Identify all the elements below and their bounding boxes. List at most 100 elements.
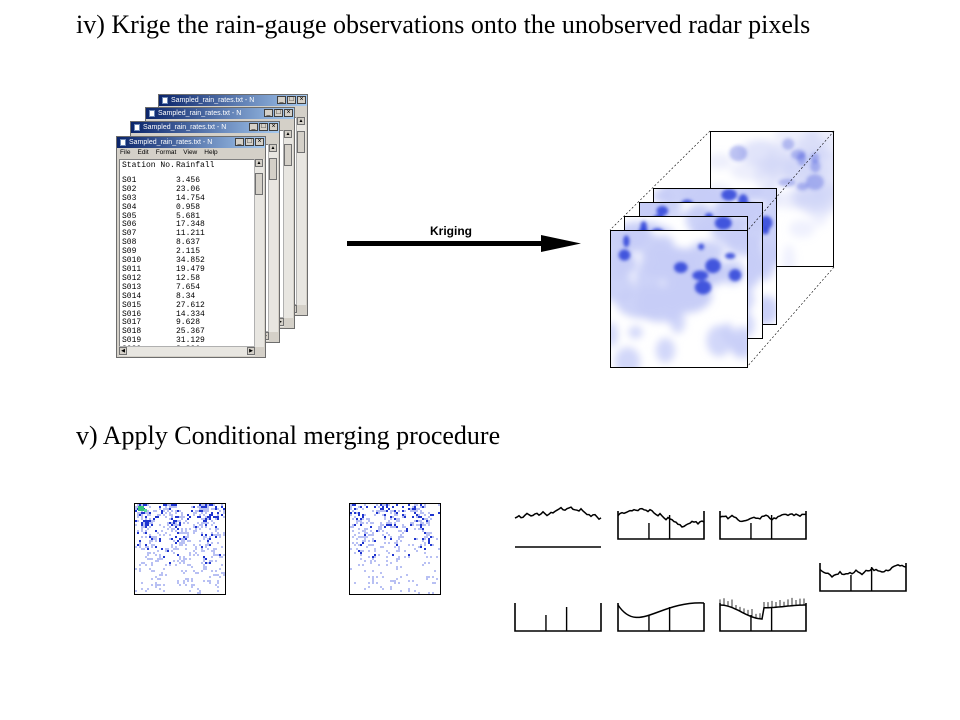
step-v-heading: v) Apply Conditional merging procedure <box>76 421 501 450</box>
rainfall-cell: 3.456 <box>176 175 201 185</box>
scroll-thumb[interactable] <box>269 158 277 180</box>
scroll-thumb[interactable] <box>284 144 292 166</box>
time-series-glyphs <box>514 506 907 632</box>
table-row: S03 14.754 <box>122 193 254 204</box>
window-titlebar[interactable]: Sampled_rain_rates.txt - N _ □ × <box>146 108 294 119</box>
scroll-thumb[interactable] <box>297 131 305 153</box>
window-titlebar[interactable]: Sampled_rain_rates.txt - N _ □ × <box>131 122 279 133</box>
rainfall-cell: 19.479 <box>176 264 205 274</box>
table-row: S02 23.06 <box>122 185 254 195</box>
table-row: S010 34.852 <box>122 256 254 266</box>
menu-item-file[interactable]: File <box>120 149 131 156</box>
rainfall-cell: 17.348 <box>176 220 205 230</box>
scroll-right-icon[interactable]: ▶ <box>247 347 255 355</box>
rainfall-cell: 34.852 <box>176 256 205 266</box>
column-header-rainfall: Rainfall <box>176 161 215 170</box>
scroll-up-icon[interactable]: ▲ <box>284 130 292 138</box>
station-cell: S016 <box>122 309 142 319</box>
notepad-icon <box>134 123 140 131</box>
kriged-raster-layer <box>610 230 748 368</box>
window-titlebar[interactable]: Sampled_rain_rates.txt - N _ □ × <box>159 95 307 106</box>
close-button[interactable]: × <box>297 96 306 104</box>
station-cell: S017 <box>122 318 142 328</box>
station-cell: S01 <box>122 175 137 185</box>
station-cell: S08 <box>122 238 137 248</box>
station-cell: S03 <box>122 193 137 203</box>
vertical-scrollbar[interactable]: ▲ <box>268 144 278 332</box>
station-cell: S012 <box>122 273 142 283</box>
maximize-button[interactable]: □ <box>259 123 268 131</box>
table-row: S011 19.479 <box>122 264 254 275</box>
vertical-scrollbar[interactable]: ▲ <box>283 130 293 318</box>
table-row: S04 0.958 <box>122 202 254 213</box>
close-button[interactable]: × <box>284 109 293 117</box>
table-row: S012 12.58 <box>122 273 254 284</box>
table-row: S01 3.456 <box>122 175 254 186</box>
table-row: S013 7.654 <box>122 282 254 293</box>
station-cell: S011 <box>122 264 142 274</box>
station-cell: S014 <box>122 291 142 301</box>
window-titlebar[interactable]: Sampled_rain_rates.txt - N _ □ × <box>117 137 265 148</box>
text-area[interactable]: Station No. Rainfall S01 3.456 S02 23.06… <box>119 159 255 347</box>
station-cell: S04 <box>122 202 137 212</box>
scroll-up-icon[interactable]: ▲ <box>269 144 277 152</box>
menu-item-format[interactable]: Format <box>155 149 177 156</box>
rainfall-cell: 14.754 <box>176 193 205 203</box>
horizontal-scrollbar[interactable]: ◀ ▶ <box>119 346 255 356</box>
station-cell: S018 <box>122 327 142 337</box>
rainfall-cell: 8.826 <box>176 345 200 346</box>
vertical-scrollbar[interactable]: ▲ <box>254 159 264 347</box>
rainfall-cell: 8.34 <box>176 291 196 301</box>
close-button[interactable]: × <box>269 123 278 131</box>
station-cell: S013 <box>122 282 142 292</box>
menu-item-edit[interactable]: Edit <box>137 149 149 156</box>
kriged-raster-stack <box>609 130 835 368</box>
step-iv-heading: iv) Krige the rain-gauge observations on… <box>76 10 811 39</box>
table-row: S05 5.681 <box>122 211 254 222</box>
station-cell: S05 <box>122 211 137 221</box>
rainfall-cell: 11.211 <box>176 229 205 239</box>
rainfall-cell: 31.129 <box>176 336 205 346</box>
table-row: S018 25.367 <box>122 327 254 337</box>
station-cell: S020 <box>122 345 141 346</box>
vertical-scrollbar[interactable]: ▲ <box>296 117 306 305</box>
scroll-up-icon[interactable]: ▲ <box>297 117 305 125</box>
time-series-glyph <box>617 602 705 632</box>
maximize-button[interactable]: □ <box>245 138 254 146</box>
close-button[interactable]: × <box>255 138 264 146</box>
window-title: Sampled_rain_rates.txt - N <box>143 124 227 131</box>
rainfall-cell: 8.637 <box>176 238 201 248</box>
menu-item-help[interactable]: Help <box>204 149 218 156</box>
scroll-up-icon[interactable]: ▲ <box>255 159 263 167</box>
station-cell: S09 <box>122 247 137 257</box>
table-row: S016 14.334 <box>122 309 254 320</box>
rainfall-cell: 27.612 <box>176 300 205 310</box>
kriging-arrow <box>347 235 581 252</box>
kriging-label: Kriging <box>430 224 472 238</box>
rainfall-cell: 25.367 <box>176 327 205 337</box>
time-series-glyph <box>819 563 907 592</box>
time-series-glyph <box>719 597 807 632</box>
minimize-button[interactable]: _ <box>264 109 273 117</box>
minimize-button[interactable]: _ <box>249 123 258 131</box>
minimize-button[interactable]: _ <box>277 96 286 104</box>
time-series-glyph <box>719 511 807 540</box>
minimize-button[interactable]: _ <box>235 138 244 146</box>
time-series-glyph <box>514 506 602 548</box>
station-cell: S019 <box>122 336 142 346</box>
maximize-button[interactable]: □ <box>274 109 283 117</box>
table-row: S017 9.628 <box>122 319 254 328</box>
column-header-station: Station No. <box>122 161 175 170</box>
rainfall-cell: 9.628 <box>176 318 201 328</box>
menu-item-view[interactable]: View <box>183 149 198 156</box>
station-cell: S07 <box>122 229 137 239</box>
scroll-left-icon[interactable]: ◀ <box>119 347 127 355</box>
rainfall-cell: 5.681 <box>176 211 201 221</box>
notepad-icon <box>120 138 126 146</box>
maximize-button[interactable]: □ <box>287 96 296 104</box>
scroll-thumb[interactable] <box>255 173 263 195</box>
rainfall-cell: 7.654 <box>176 282 201 292</box>
station-cell: S015 <box>122 300 142 310</box>
table-row: S015 27.612 <box>122 300 254 311</box>
notepad-window-front[interactable]: Sampled_rain_rates.txt - N _ □ × File Edi… <box>116 136 266 358</box>
